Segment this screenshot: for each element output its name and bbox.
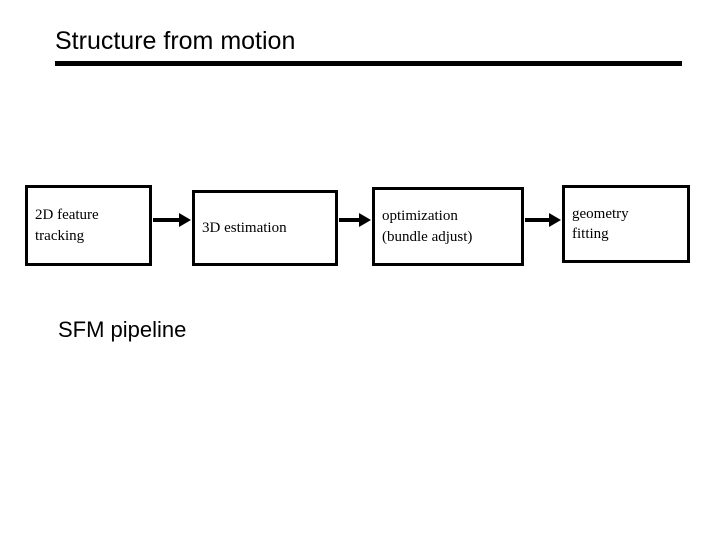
flow-node-label-line2: (bundle adjust) — [382, 228, 473, 245]
flow-node-optimization[interactable]: optimization (bundle adjust) — [372, 187, 524, 266]
page-title: Structure from motion — [55, 27, 296, 55]
flow-node-2d-feature-tracking[interactable]: 2D feature tracking — [25, 185, 152, 266]
diagram-caption: SFM pipeline — [58, 317, 187, 342]
flow-node-label-line1: optimization — [382, 208, 458, 225]
flow-node-label-line1: geometry — [572, 205, 629, 222]
title-divider — [55, 61, 682, 66]
arrow-right-icon — [153, 218, 180, 222]
arrow-right-icon — [339, 218, 360, 222]
flow-node-label-line1: 3D estimation — [202, 219, 287, 236]
flow-node-geometry-fitting[interactable]: geometry fitting — [562, 185, 690, 263]
flow-node-label-line2: fitting — [572, 226, 609, 242]
arrow-right-icon — [525, 218, 550, 222]
flow-node-label-line2: tracking — [35, 227, 85, 244]
flow-node-3d-estimation[interactable]: 3D estimation — [192, 190, 338, 266]
flow-node-label-line1: 2D feature — [35, 207, 99, 224]
